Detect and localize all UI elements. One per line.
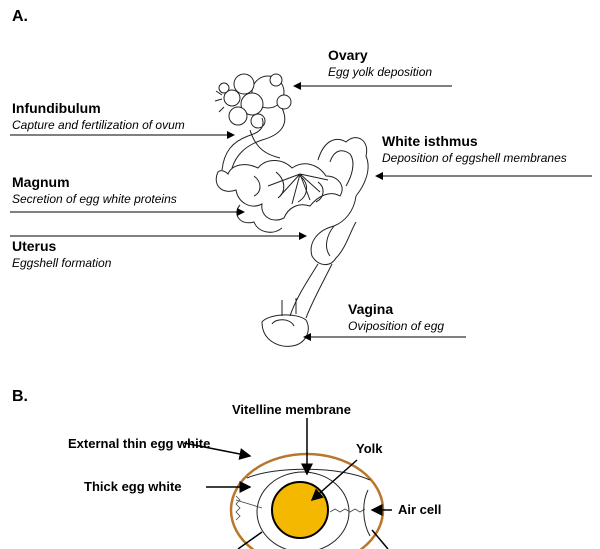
uterus-desc: Eggshell formation xyxy=(12,256,112,270)
chalaza-right xyxy=(329,508,366,513)
uterus-name: Uterus xyxy=(12,238,57,254)
yolk-circle xyxy=(271,481,329,539)
panel-a-arrows xyxy=(10,82,592,341)
white-isthmus-desc: Deposition of eggshell membranes xyxy=(382,151,567,165)
panel-a-letter: A. xyxy=(12,8,28,25)
ovary-label: Ovary Egg yolk deposition xyxy=(328,46,432,80)
air-cell-curve xyxy=(363,489,371,537)
uterus-label: Uterus Eggshell formation xyxy=(12,237,111,271)
infundibulum-label: Infundibulum Capture and fertilization o… xyxy=(12,99,185,133)
vagina-desc: Oviposition of egg xyxy=(348,319,445,333)
magnum-desc: Secretion of egg white proteins xyxy=(12,192,177,206)
vitelline-membrane-label: Vitelline membrane xyxy=(232,402,351,417)
ovary-desc: Egg yolk deposition xyxy=(328,65,433,79)
oviduct-drawing xyxy=(215,107,369,347)
ovary-drawing xyxy=(214,73,292,129)
ovary-name: Ovary xyxy=(328,47,368,63)
white-isthmus-name: White isthmus xyxy=(382,133,478,149)
panel-b-arrows xyxy=(183,418,392,549)
air-cell-label: Air cell xyxy=(398,502,442,517)
white-isthmus-label: White isthmus Deposition of eggshell mem… xyxy=(382,132,567,166)
chalaza-left xyxy=(235,495,263,521)
magnum-name: Magnum xyxy=(12,174,70,190)
infundibulum-desc: Capture and fertilization of ovum xyxy=(12,118,185,132)
vagina-name: Vagina xyxy=(348,301,394,317)
thick-egg-white-label: Thick egg white xyxy=(84,479,182,494)
magnum-label: Magnum Secretion of egg white proteins xyxy=(12,173,177,207)
yolk-label: Yolk xyxy=(356,441,383,456)
infundibulum-name: Infundibulum xyxy=(12,100,101,116)
vagina-label: Vagina Oviposition of egg xyxy=(348,300,444,334)
external-thin-egg-white-label: External thin egg white xyxy=(68,436,211,451)
panel-b-letter: B. xyxy=(12,388,28,405)
